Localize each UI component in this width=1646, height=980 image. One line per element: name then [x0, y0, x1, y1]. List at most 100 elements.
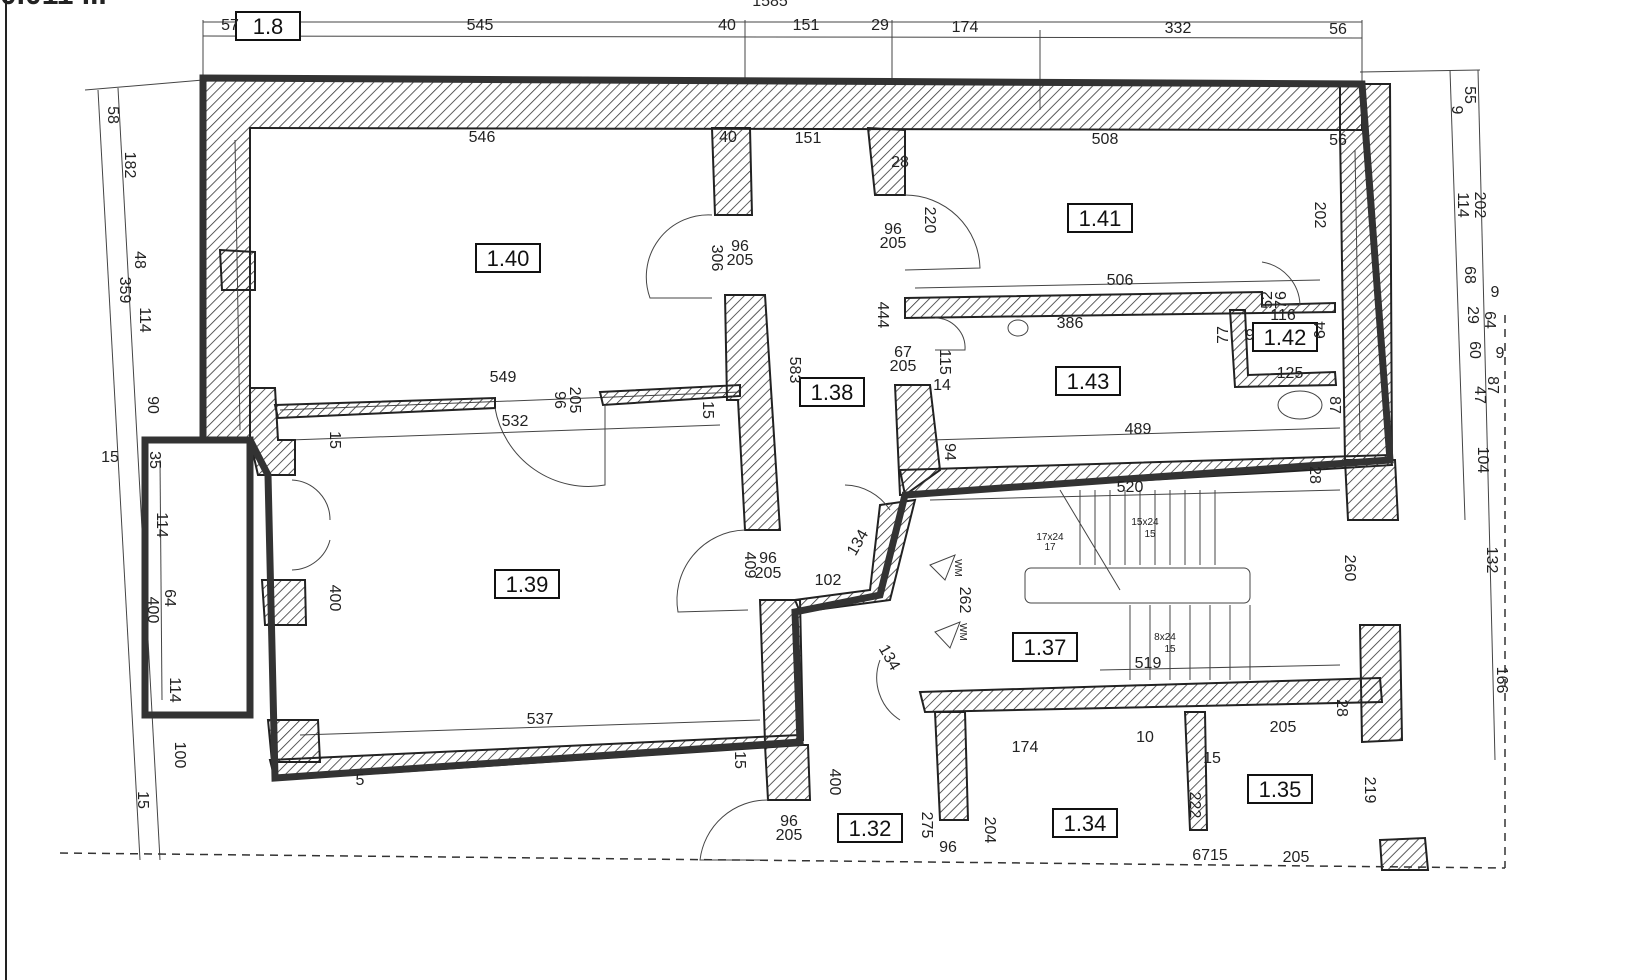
- dimension-label: 9: [1246, 327, 1255, 344]
- dimension-label: 174: [1012, 739, 1039, 756]
- dimension-label: 386: [1057, 315, 1084, 332]
- triangle-marker: [929, 554, 956, 581]
- dimension-label: 67: [894, 344, 912, 361]
- dimension-label: 102: [815, 572, 842, 589]
- dimension-label: 64: [1312, 321, 1329, 339]
- dimension-label: 132: [1483, 547, 1500, 574]
- dimension-label: 15: [134, 791, 151, 809]
- dimension-label: 56: [1329, 21, 1347, 38]
- dimension-label: 96: [759, 550, 777, 567]
- stair-label: 17x24: [1036, 532, 1064, 543]
- dimension-label: 222: [1186, 792, 1203, 819]
- dimension-label: 520: [1117, 479, 1144, 496]
- dimension-label: 114: [136, 307, 153, 333]
- dimension-label: 219: [1361, 777, 1378, 804]
- dimension-label: 549: [490, 369, 517, 386]
- dimension-label: 205: [1270, 719, 1297, 736]
- dimension-label: 96: [939, 839, 957, 856]
- dimension-label: 332: [1165, 20, 1192, 37]
- dimension-label: 6715: [1192, 847, 1228, 864]
- dimension-label: 400: [144, 597, 161, 624]
- room-label: 1.34: [1052, 808, 1118, 838]
- walls: [202, 76, 1430, 871]
- dimension-label: 52: [1259, 291, 1276, 309]
- room-number: 1.8: [253, 14, 284, 39]
- dimension-label: 262: [956, 587, 973, 614]
- stair-label: 15x24: [1131, 517, 1159, 528]
- fixture-label: WM: [957, 623, 968, 641]
- dimension-label: 48: [131, 251, 148, 269]
- dimension-label: 409: [741, 552, 758, 579]
- dimension-label: 508: [1092, 131, 1119, 148]
- dimension-lines: [84, 20, 1496, 861]
- dimension-label: 519: [1135, 655, 1162, 672]
- dimension-label: 15: [1203, 750, 1221, 767]
- dimension-label: 204: [981, 817, 998, 844]
- room-label-box: [799, 377, 865, 407]
- room-label-box: [1052, 808, 1118, 838]
- dimension-label: 546: [469, 129, 496, 146]
- dimension-label: 87: [1326, 396, 1343, 414]
- room-label: 1.32: [837, 813, 903, 843]
- dimension-label: 29: [1464, 306, 1481, 324]
- dimension-label: 583: [786, 357, 803, 384]
- dimension-label: 60: [1466, 341, 1483, 359]
- dimension-label: 115: [936, 349, 953, 375]
- dimension-label: 15: [731, 751, 748, 769]
- room-number: 1.42: [1264, 325, 1307, 350]
- dimension-label: 114: [1454, 192, 1471, 218]
- dimension-label: 134: [875, 642, 903, 674]
- room-label: 1.39: [494, 569, 560, 599]
- room-label: 1.37: [1012, 632, 1078, 662]
- dimension-label: 205: [880, 235, 907, 252]
- dimension-label: 64: [1481, 311, 1498, 329]
- dimension-label: 9: [1491, 284, 1500, 301]
- dimension-label: 15: [326, 431, 343, 449]
- dimension-label: 96: [780, 813, 798, 830]
- room-number: 1.37: [1024, 635, 1067, 660]
- room-label-box: [1055, 366, 1121, 396]
- dimension-label: 400: [826, 769, 843, 796]
- dimension-label: 90: [144, 396, 161, 414]
- dimension-label: 166: [1493, 667, 1510, 694]
- dimension-label: 100: [171, 742, 188, 769]
- sink-icon: [1007, 319, 1029, 337]
- dimension-label: 260: [1341, 555, 1358, 582]
- stair-label: 15: [1144, 529, 1156, 540]
- room-label-box: [1247, 774, 1313, 804]
- dimension-label: 40: [718, 17, 736, 34]
- dimension-label: 15: [101, 449, 119, 466]
- dimension-label: 40: [719, 129, 737, 146]
- room-number: 1.34: [1064, 811, 1107, 836]
- dimension-label: 77: [1215, 326, 1232, 344]
- dimension-label: 205: [566, 387, 583, 414]
- dimension-label: 151: [793, 17, 820, 34]
- room-number: 1.35: [1259, 777, 1302, 802]
- room-label: 1.38: [799, 377, 865, 407]
- room-label-box: [1067, 203, 1133, 233]
- dimension-label: 29: [871, 17, 889, 34]
- dimension-label: 537: [527, 711, 554, 728]
- room-label-box: [1252, 322, 1318, 352]
- dimension-label: 94: [941, 443, 958, 461]
- dimension-label: 55: [1461, 86, 1478, 104]
- dimension-label: 400: [326, 585, 343, 612]
- balcony: [141, 436, 254, 719]
- dimension-label: 96: [551, 391, 568, 409]
- dimension-label: 14: [933, 377, 951, 394]
- dimension-label: 205: [776, 827, 803, 844]
- section-line: [59, 852, 1506, 869]
- dimension-label: 28: [1333, 699, 1350, 717]
- dimension-label: 116: [1270, 307, 1296, 324]
- dimension-label: 87: [1484, 376, 1501, 394]
- dimension-label: 205: [890, 358, 917, 375]
- room-labels: 1.401.411.421.431.381.391.371.351.341.32…: [235, 11, 1318, 843]
- dimension-label: 151: [795, 130, 822, 147]
- dimension-label: 68: [1461, 266, 1478, 284]
- dimension-label: 35: [146, 451, 163, 469]
- dimension-label: 506: [1107, 272, 1134, 289]
- toilet-icon: [1277, 390, 1323, 420]
- room-label-box: [494, 569, 560, 599]
- dimension-label: 275: [918, 812, 935, 839]
